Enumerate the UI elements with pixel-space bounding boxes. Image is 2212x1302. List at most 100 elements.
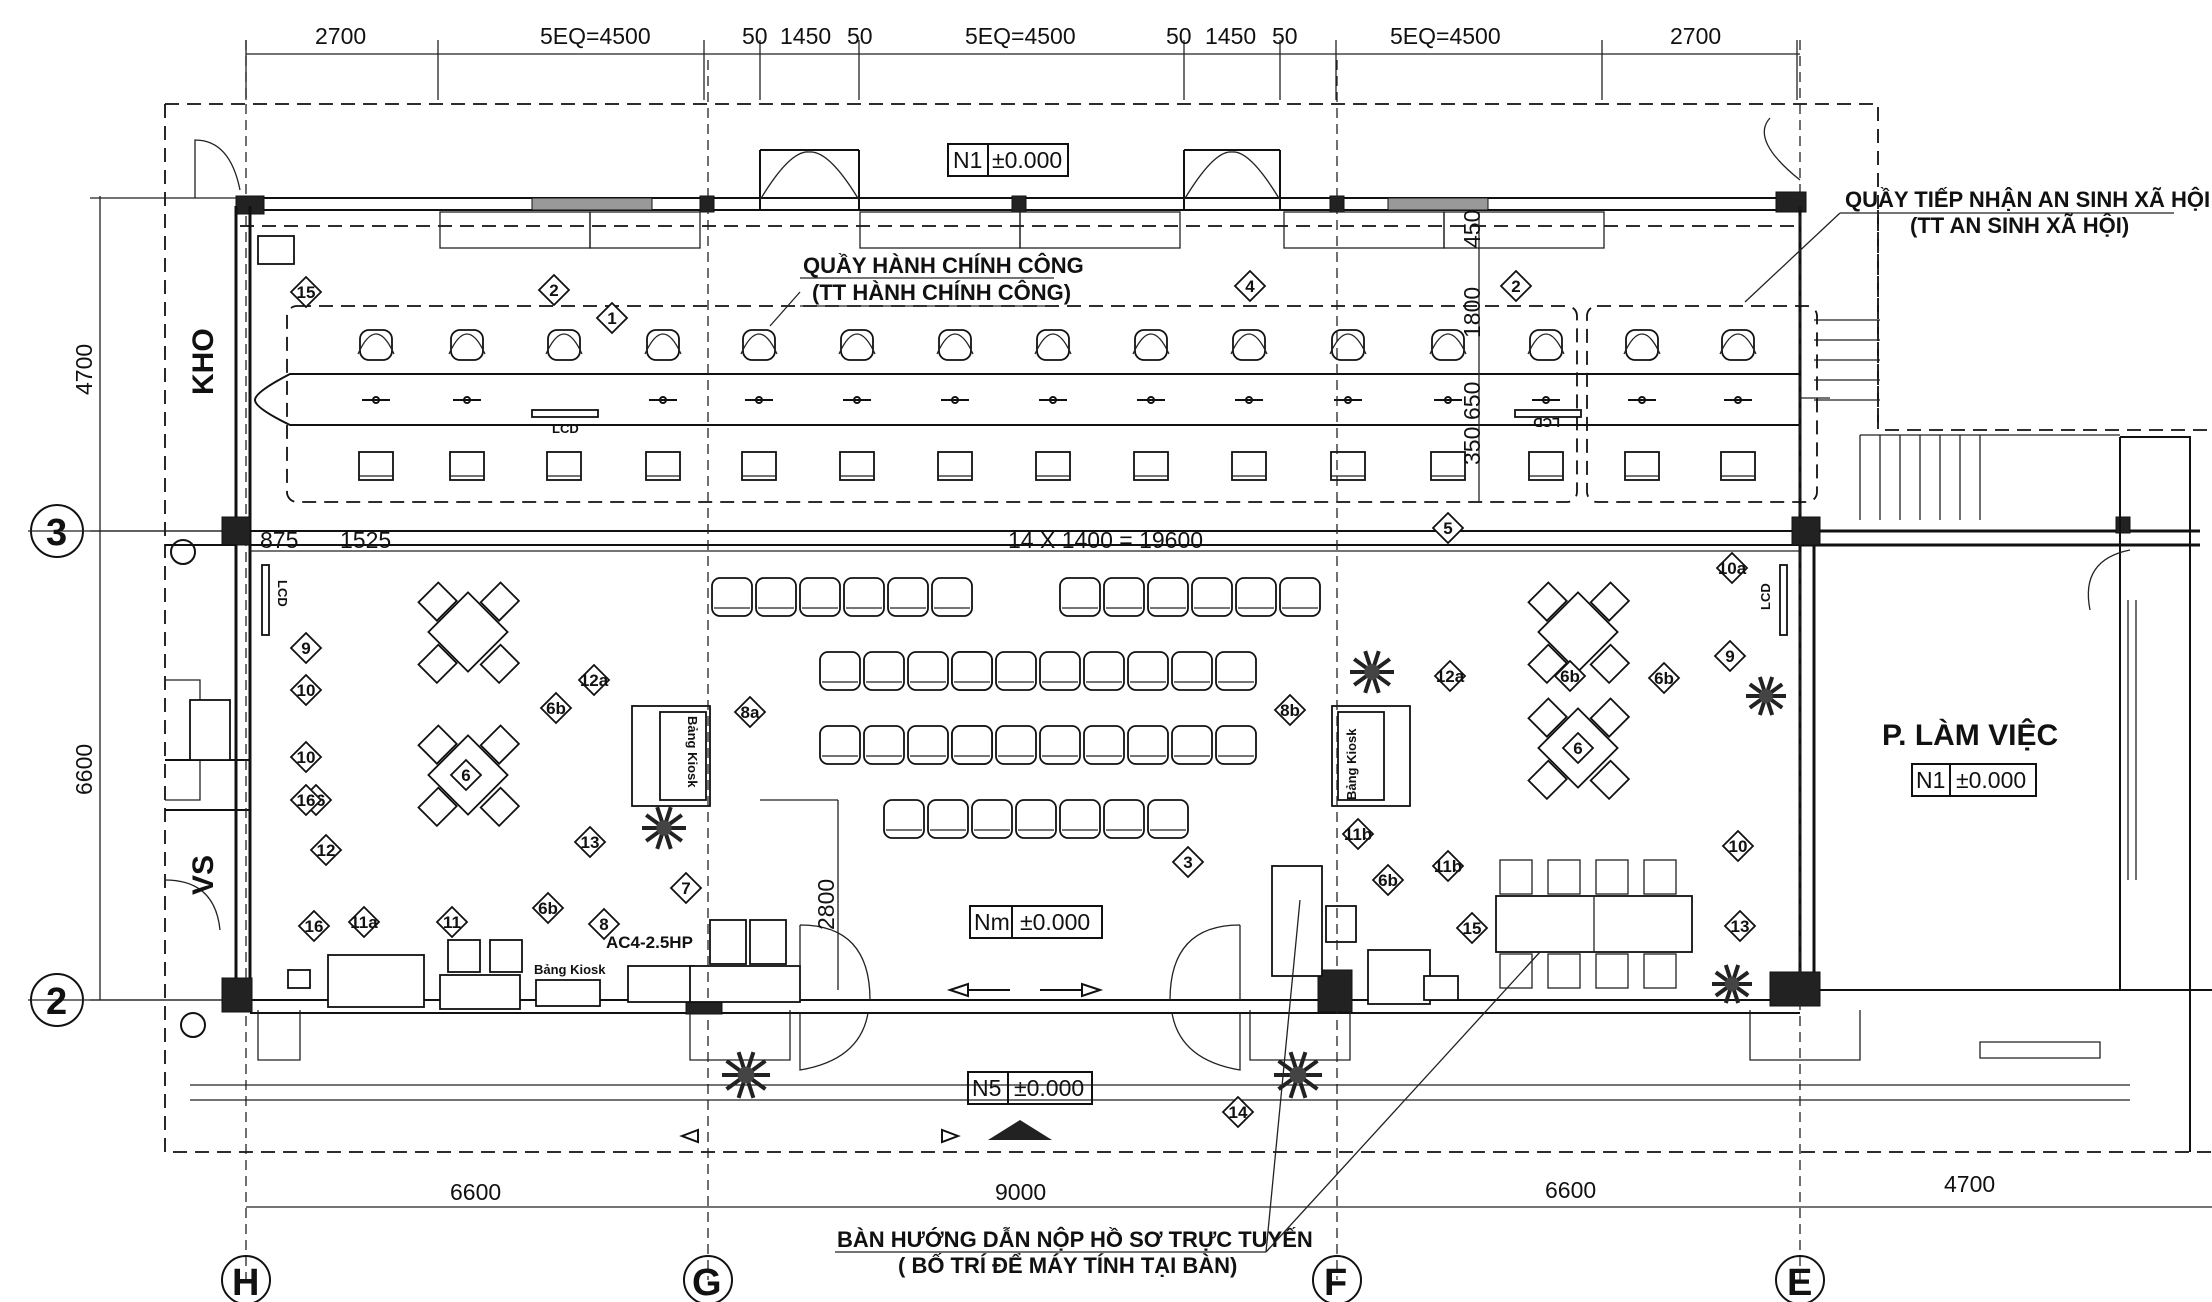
- bench: [711, 577, 973, 617]
- room-office: P. LÀM VIỆC: [1882, 718, 2058, 752]
- table-set: [1527, 697, 1631, 801]
- dim-top-9: 50: [1272, 23, 1298, 49]
- desk-monitor: [1235, 396, 1263, 404]
- level-n1-top-code: N1: [953, 147, 982, 173]
- dim-2800: 2800: [813, 879, 839, 930]
- staff-chair: [1429, 329, 1467, 361]
- tag-t13b: 13: [1723, 909, 1757, 943]
- tag-label: 15: [1463, 919, 1482, 938]
- tag-t16c: 16: [289, 783, 323, 817]
- tag-label: 6: [1573, 739, 1582, 758]
- staff-chair: [545, 329, 583, 361]
- tag-label: 6b: [1654, 669, 1674, 688]
- customer-chair: [1528, 451, 1564, 481]
- tag-label: 13: [581, 833, 600, 852]
- counter-zone: [253, 211, 1830, 503]
- social-counter-subtitle: (TT AN SINH XÃ HỘI): [1910, 213, 2129, 238]
- tag-label: 11a: [350, 913, 378, 932]
- customer-chair: [449, 451, 485, 481]
- staff-chair: [1527, 329, 1565, 361]
- guidance-title: BÀN HƯỚNG DẪN NỘP HỒ SƠ TRỰC TUYẾN: [837, 1226, 1313, 1252]
- axis-e-label: E: [1787, 1262, 1812, 1302]
- tag-label: 6: [461, 766, 470, 785]
- level-n1-top-value: ±0.000: [992, 147, 1062, 173]
- tag-t11: 11: [435, 905, 469, 939]
- desk-monitor: [745, 396, 773, 404]
- tag-label: 7: [681, 879, 690, 898]
- dim-top-10: 5EQ=4500: [1390, 23, 1501, 49]
- staff-chair: [838, 329, 876, 361]
- kiosk-label-right: Bảng Kiosk: [1344, 728, 1359, 800]
- public-counter-subtitle: (TT HÀNH CHÍNH CÔNG): [812, 280, 1071, 305]
- tag-label: 8: [599, 915, 608, 934]
- staff-chair: [644, 329, 682, 361]
- tag-t11b_a: 11b: [1341, 817, 1375, 851]
- plant: [1746, 676, 1786, 716]
- tag-t3: 3: [1171, 845, 1205, 879]
- customer-chair: [1330, 451, 1366, 481]
- guidance-subtitle: ( BỐ TRÍ ĐỂ MÁY TÍNH TẠI BÀN): [898, 1252, 1237, 1278]
- staff-chair: [1719, 329, 1757, 361]
- guidance-note: BÀN HƯỚNG DẪN NỘP HỒ SƠ TRỰC TUYẾN ( BỐ …: [835, 899, 1541, 1278]
- tag-label: 2: [549, 281, 558, 300]
- tag-label: 9: [301, 639, 310, 658]
- tag-label: 12: [317, 841, 336, 860]
- room-kho: KHO: [187, 328, 220, 395]
- dim-top-7: 50: [1166, 23, 1192, 49]
- customer-chair: [1035, 451, 1071, 481]
- tag-label: 6b: [538, 899, 558, 918]
- tag-label: 10: [1729, 837, 1748, 856]
- tag-t15a: 15: [289, 275, 323, 309]
- social-counter-label: QUẦY TIẾP NHẬN AN SINH XÃ HỘI (TT AN SIN…: [1744, 187, 2210, 303]
- tag-t9b: 9: [1713, 639, 1747, 673]
- desk-monitor: [1724, 396, 1752, 404]
- dim-top-1: 2700: [315, 23, 366, 49]
- staff-chairs: [357, 329, 1757, 361]
- left-service-rooms: KHO VS: [164, 328, 250, 1038]
- dim-bottom-1: 6600: [450, 1179, 501, 1205]
- tag-t8: 8: [587, 907, 621, 941]
- plant: [722, 1051, 770, 1099]
- tag-t10a: 10: [289, 673, 323, 707]
- level-n1-office-value: ±0.000: [1956, 767, 2026, 793]
- customer-chair: [1720, 451, 1756, 481]
- table-sets: [417, 581, 1631, 828]
- tag-label: 15: [297, 283, 316, 302]
- customer-chair: [645, 451, 681, 481]
- public-counter-label: QUẦY HÀNH CHÍNH CÔNG (TT HÀNH CHÍNH CÔNG…: [769, 253, 1084, 327]
- dim-bottom-3: 6600: [1545, 1177, 1596, 1203]
- tag-t10c: 10: [1721, 829, 1755, 863]
- level-n1-top: N1 ±0.000: [947, 143, 1069, 177]
- tag-label: 6b: [1560, 667, 1580, 686]
- dim-top-5: 50: [847, 23, 873, 49]
- plants: [642, 650, 1786, 1099]
- tag-t2a: 2: [537, 273, 571, 307]
- desk-monitor: [1334, 396, 1362, 404]
- interior-dimensions: 875 1525 14 X 1400 = 19600 450 1800 650 …: [250, 210, 1800, 990]
- dim-650: 650: [1459, 382, 1485, 420]
- level-n1-office-code: N1: [1916, 767, 1945, 793]
- tag-label: 10a: [1718, 559, 1747, 578]
- lcd-screens: LCD LCD LCD LCD: [261, 409, 1788, 636]
- tag-t10b: 10: [289, 740, 323, 774]
- tag-label: 8a: [741, 703, 760, 722]
- customer-chair: [546, 451, 582, 481]
- customer-chair: [937, 451, 973, 481]
- tag-t11a: 11a: [347, 905, 381, 939]
- staff-chair: [1329, 329, 1367, 361]
- social-counter-title: QUẦY TIẾP NHẬN AN SINH XÃ HỘI: [1845, 187, 2210, 212]
- lcd-label-3: LCD: [275, 580, 290, 607]
- dim-top-8: 1450: [1205, 23, 1256, 49]
- level-n5: N5 ±0.000: [967, 1071, 1093, 1105]
- axis-g: G: [683, 1255, 733, 1302]
- tag-label: 6b: [1378, 871, 1398, 890]
- tag-label: 11b: [1434, 857, 1462, 876]
- top-dimension-line: 2700 5EQ=4500 50 1450 50 5EQ=4500 50 145…: [245, 23, 1800, 100]
- tag-label: 11b: [1344, 825, 1372, 844]
- bottom-dimension-line: 6600 9000 6600 4700: [246, 1171, 2212, 1208]
- lcd-label-1: LCD: [552, 421, 579, 436]
- dim-450: 450: [1459, 210, 1485, 248]
- lcd-label-2: LCD: [1533, 415, 1560, 430]
- tag-label: 2: [1511, 277, 1520, 296]
